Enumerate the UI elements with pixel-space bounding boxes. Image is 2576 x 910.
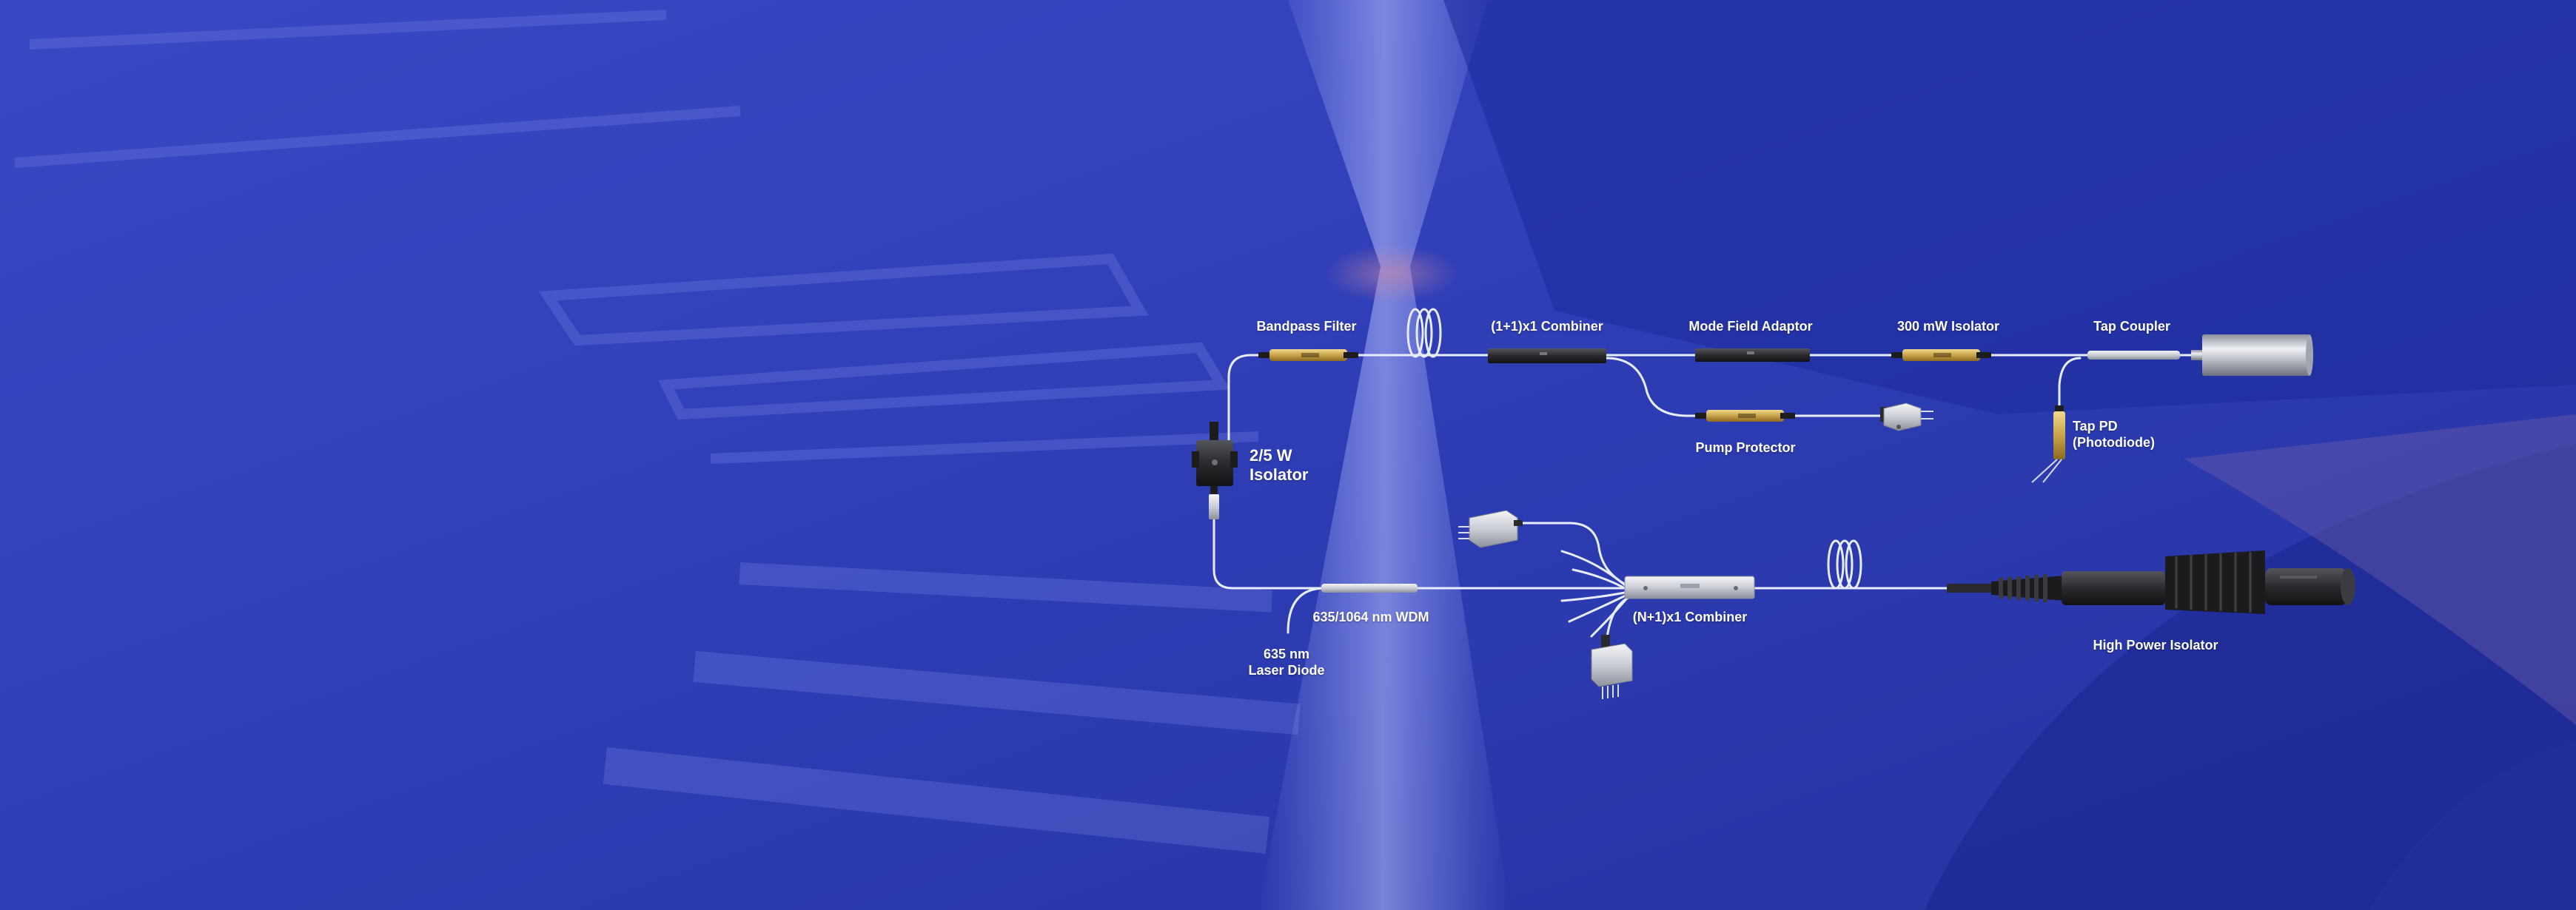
- label-isolator-300mw: 300 mW Isolator: [1896, 319, 2000, 334]
- label-wdm: 635/1064 nm WDM: [1312, 610, 1429, 624]
- pump-diode-top: [1458, 510, 1523, 548]
- fiber-pump-branch: [1605, 357, 1919, 417]
- fiber-laser-diode: [1287, 587, 1326, 634]
- fiber-coil-bottom: [1827, 539, 1862, 590]
- bandpass-filter-component: [1258, 349, 1358, 361]
- fiber-tap-pd: [2058, 357, 2082, 407]
- label-isolator-25w: 2/5 W Isolator: [1250, 446, 1309, 484]
- label-tap-coupler: Tap Coupler: [2093, 319, 2170, 334]
- isolator-300mw-component: [1891, 349, 1991, 361]
- isolator-25w-component: [1192, 422, 1238, 519]
- mode-field-adaptor-component: [1695, 348, 1810, 362]
- label-combiner-n1: (N+1)x1 Combiner: [1632, 610, 1748, 624]
- tap-pd-component: [2031, 405, 2065, 483]
- label-combiner-1p1: (1+1)x1 Combiner: [1491, 319, 1603, 334]
- output-collimator: [2191, 334, 2313, 376]
- label-bandpass-filter: Bandpass Filter: [1256, 319, 1357, 334]
- combiner-n1-component: [1624, 576, 1755, 599]
- pump-protector-component: [1695, 410, 1795, 422]
- pump-diode-bottom: [1591, 635, 1633, 699]
- combiner-1p1-component: [1488, 348, 1606, 363]
- pump-protector-module: [1880, 402, 1933, 431]
- label-mode-field-adaptor: Mode Field Adaptor: [1688, 319, 1813, 334]
- fiber-left-vertical: [1212, 516, 1626, 590]
- label-high-power-isolator: High Power Isolator: [2093, 638, 2218, 653]
- label-tap-pd: Tap PD (Photodiode): [2073, 419, 2155, 450]
- label-pump-protector: Pump Protector: [1695, 440, 1796, 455]
- wdm-component: [1321, 584, 1418, 593]
- label-laser-diode: 635 nm Laser Diode: [1248, 647, 1325, 678]
- fiber-top: [1227, 354, 2204, 454]
- fiber-coil-top: [1406, 308, 1442, 358]
- tap-coupler-component: [2087, 351, 2180, 360]
- high-power-isolator-component: [1947, 550, 2355, 614]
